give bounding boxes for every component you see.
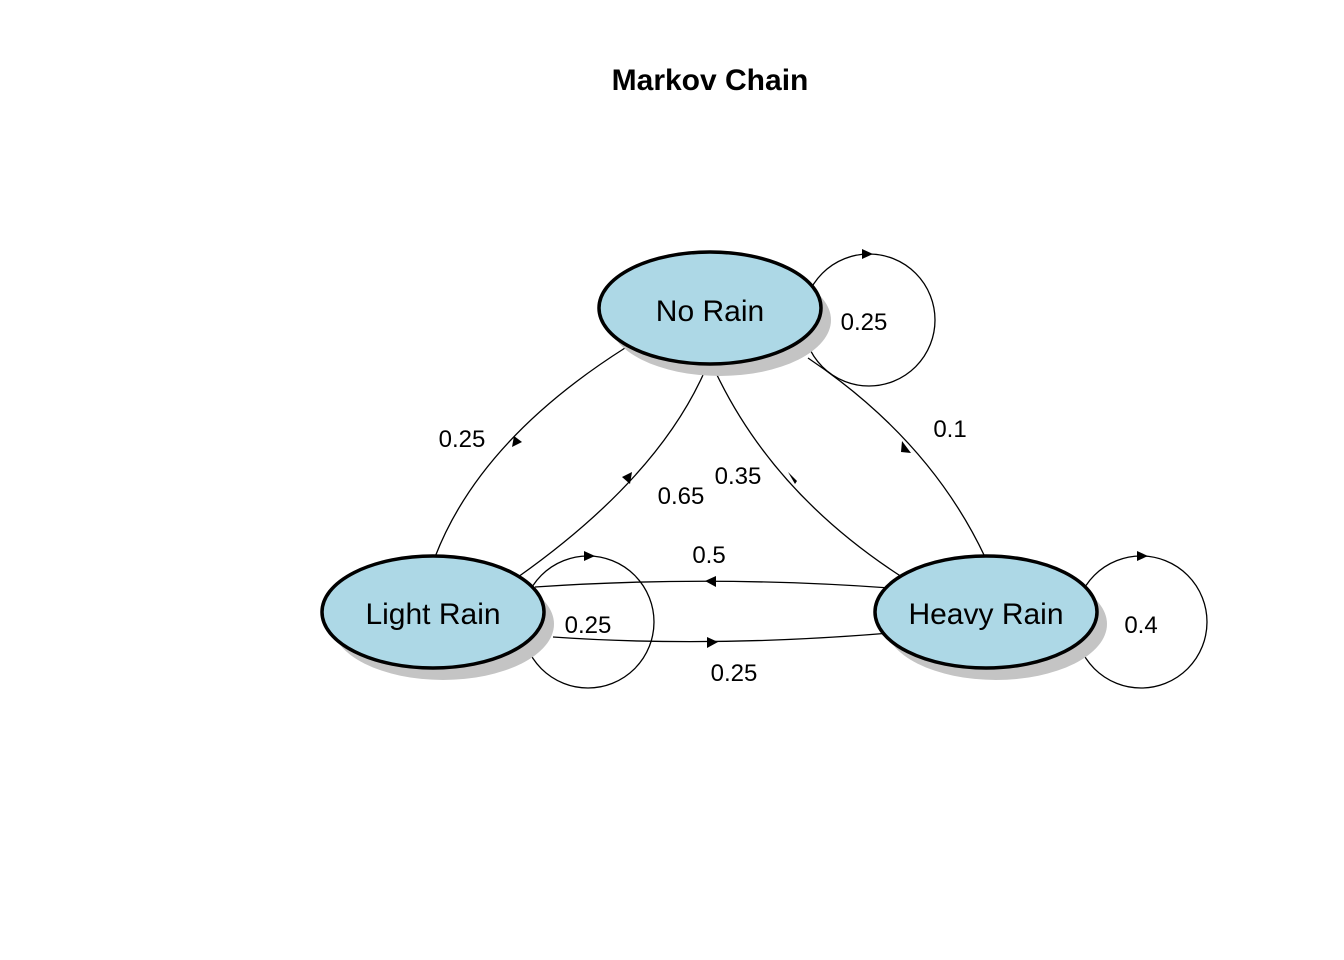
label-light-rain-to-no-rain: 0.65 <box>658 483 705 510</box>
arrowhead-no-rain-self-loop <box>862 249 873 259</box>
node-no-rain-ellipse <box>597 250 823 366</box>
arrowhead-heavy-rain-self-loop <box>1137 551 1148 561</box>
node-heavy-rain: Heavy Rain <box>873 554 1107 680</box>
node-no-rain-label: No Rain <box>656 295 764 328</box>
edge-labels: 0.25 0.25 0.65 0.35 0.1 0.5 0.25 0.25 0.… <box>439 309 1158 687</box>
label-heavy-rain-to-heavy-rain: 0.4 <box>1124 612 1157 639</box>
arrowhead-no-rain-to-light-rain <box>512 436 522 447</box>
label-no-rain-to-heavy-rain: 0.35 <box>715 463 762 490</box>
label-light-rain-to-heavy-rain: 0.25 <box>711 660 758 687</box>
node-light-rain: Light Rain <box>320 554 554 680</box>
node-light-rain-ellipse <box>320 554 546 670</box>
edge-heavy-rain-to-no-rain <box>807 357 986 558</box>
label-heavy-rain-to-light-rain: 0.5 <box>692 542 725 569</box>
arrowhead-light-rain-to-no-rain <box>622 472 632 484</box>
edge-no-rain-to-heavy-rain <box>716 374 903 578</box>
edge-light-rain-to-no-rain <box>517 374 704 578</box>
label-no-rain-to-light-rain: 0.25 <box>439 426 486 453</box>
arrowhead-light-rain-to-heavy-rain <box>707 637 718 648</box>
arrowhead-no-rain-to-heavy-rain <box>788 472 797 484</box>
label-light-rain-to-light-rain: 0.25 <box>565 612 612 639</box>
diagram-title: Markov Chain <box>612 64 809 97</box>
label-heavy-rain-to-no-rain: 0.1 <box>933 416 966 443</box>
node-heavy-rain-ellipse <box>873 554 1099 670</box>
arrowhead-heavy-rain-to-no-rain <box>901 441 911 453</box>
node-heavy-rain-label: Heavy Rain <box>908 598 1063 631</box>
node-light-rain-label: Light Rain <box>365 598 500 631</box>
arrowhead-heavy-rain-to-light-rain <box>705 576 716 587</box>
node-no-rain: No Rain <box>597 250 831 376</box>
edge-no-rain-to-light-rain <box>434 347 626 558</box>
edges <box>434 249 1208 689</box>
label-no-rain-to-no-rain: 0.25 <box>841 309 888 336</box>
arrowhead-light-rain-self-loop <box>584 551 595 561</box>
